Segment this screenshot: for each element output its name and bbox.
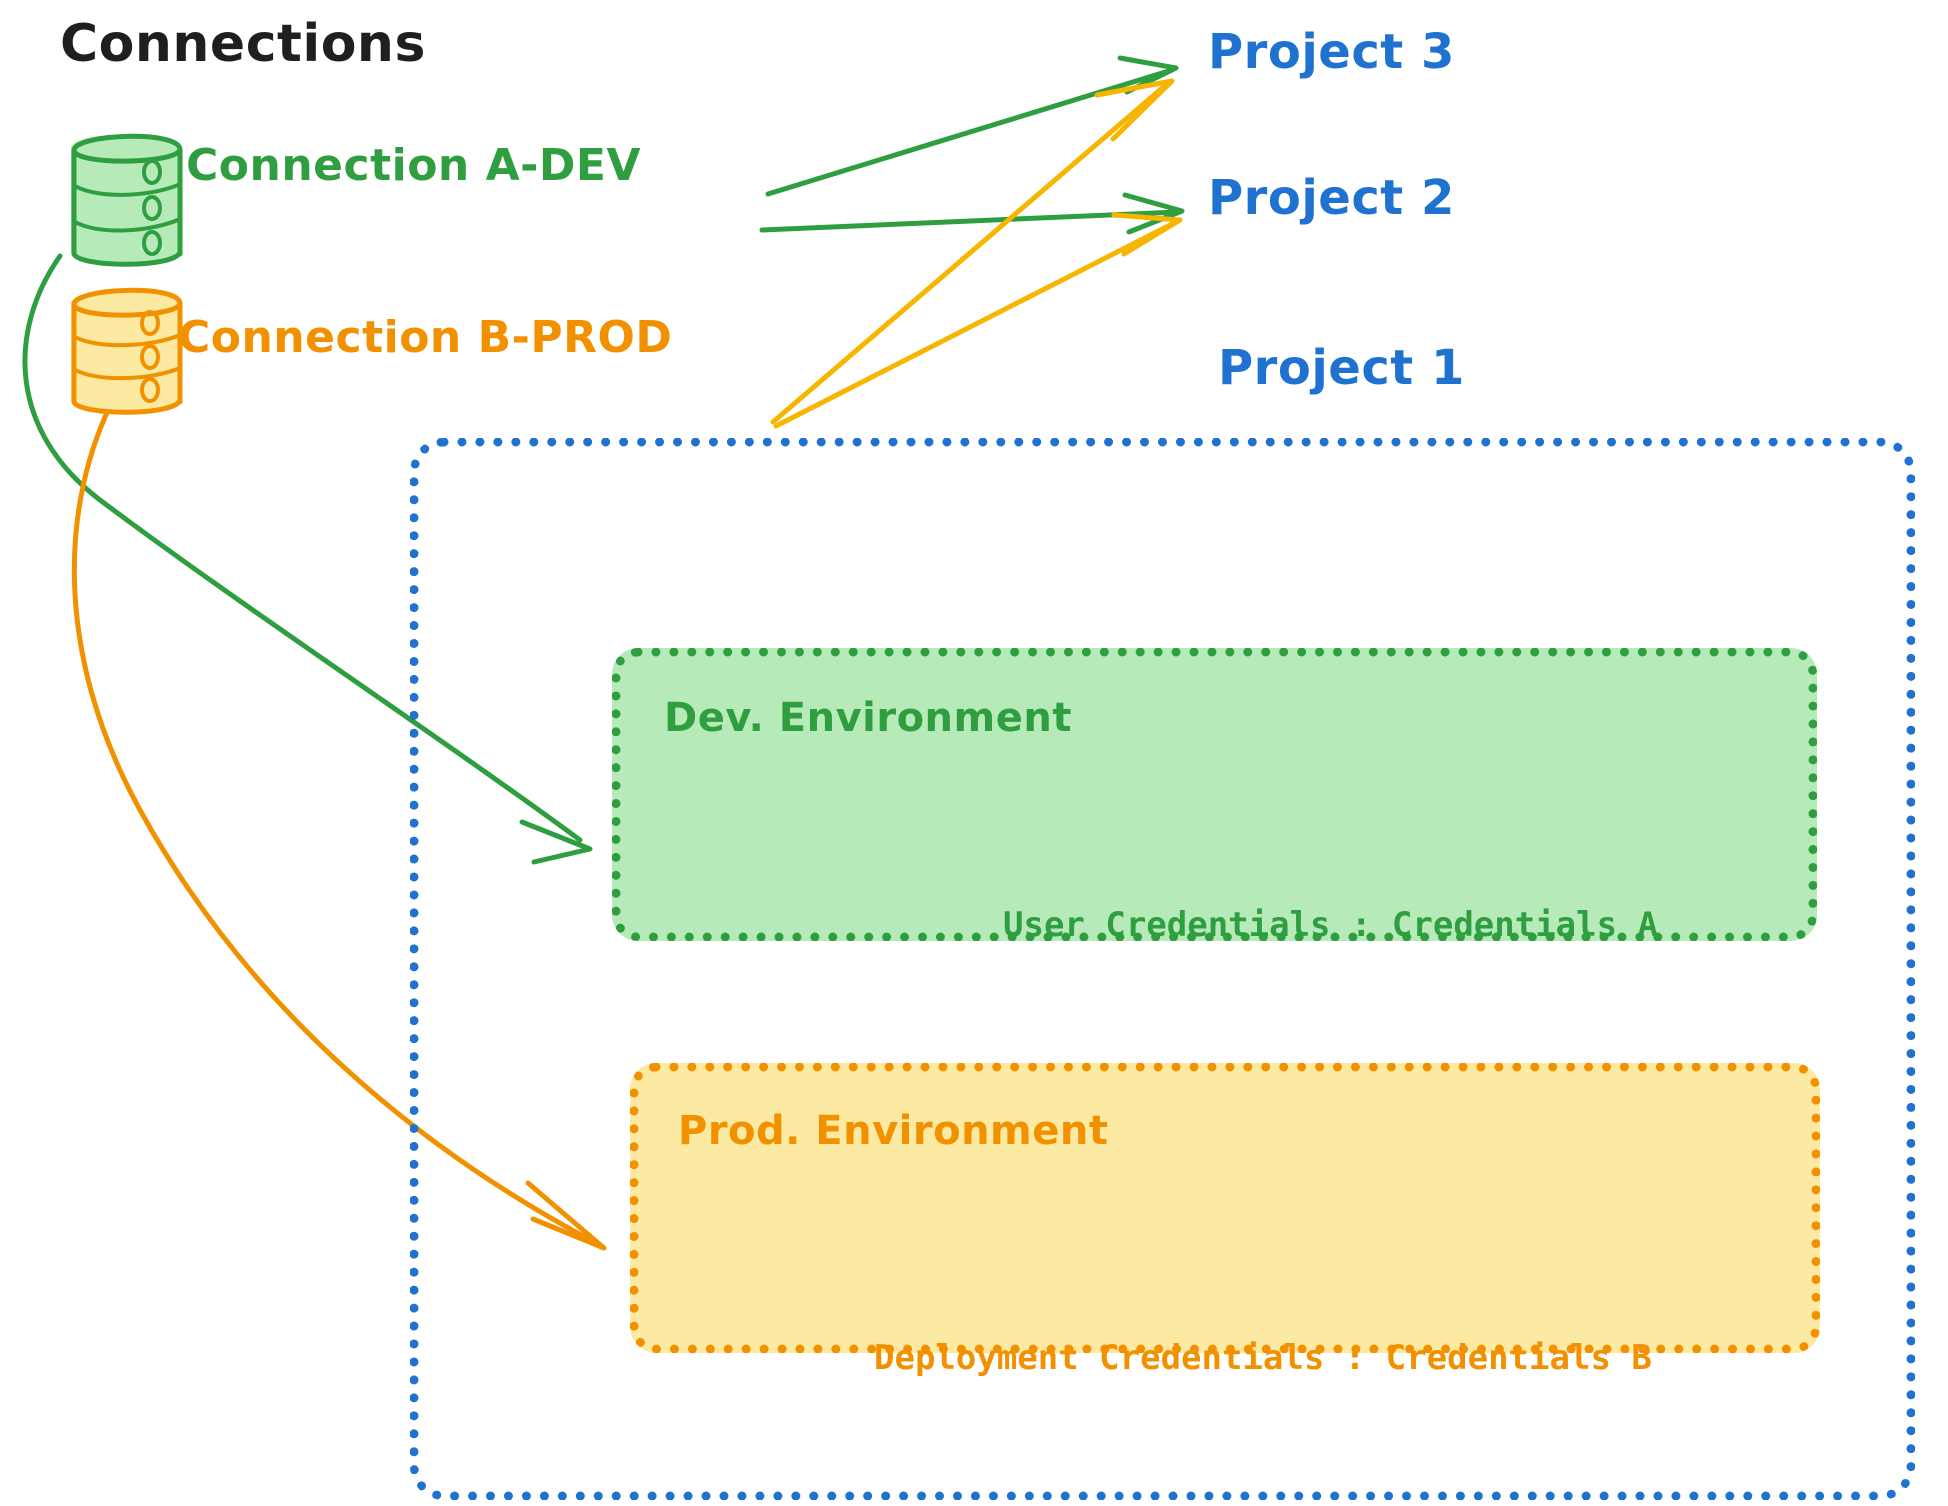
prod-environment-title: Prod. Environment: [678, 1108, 1109, 1154]
dev-environment-title: Dev. Environment: [664, 695, 1072, 741]
project-2-label[interactable]: Project 2: [1208, 170, 1455, 226]
dev-environment-credentials: User Credentials : Credentials A: [1003, 905, 1659, 945]
connection-a-dev-label[interactable]: Connection A-DEV: [186, 140, 642, 191]
edge-a-dev-to-project-3: [765, 55, 1179, 197]
database-cylinder-icon: [71, 287, 183, 415]
project-1-label[interactable]: Project 1: [1218, 340, 1465, 396]
prod-environment-box[interactable]: [630, 1063, 1820, 1353]
connection-b-prod-label[interactable]: Connection B-PROD: [178, 312, 673, 363]
prod-environment-credentials: Deployment Credentials : Credentials B: [874, 1338, 1652, 1378]
page-title-connections: Connections: [60, 14, 426, 74]
project-1-container: [410, 438, 1915, 1500]
edge-b-prod-to-project-2: [773, 212, 1183, 429]
database-cylinder-icon: [71, 133, 183, 267]
edge-a-dev-to-project-2: [759, 192, 1185, 235]
dev-environment-box[interactable]: [612, 648, 1817, 941]
project-3-label[interactable]: Project 3: [1208, 24, 1455, 80]
edge-b-prod-to-project-3: [770, 78, 1175, 425]
